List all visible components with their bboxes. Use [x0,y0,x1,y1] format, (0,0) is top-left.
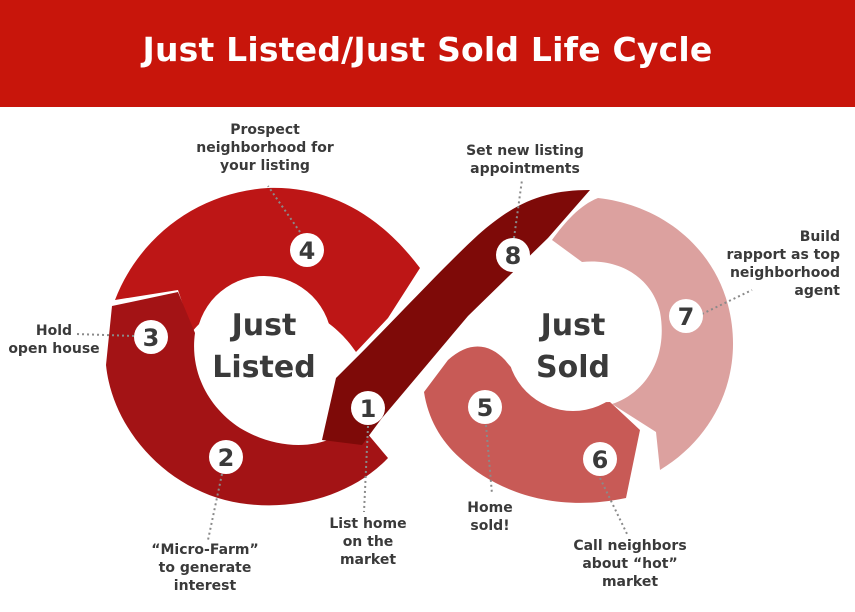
svg-text:8: 8 [505,242,522,270]
svg-text:6: 6 [592,446,609,474]
step-4-label: Prospect neighborhood for your listing [196,122,334,174]
badge-1: 1 [351,391,385,425]
segment-7-rapport [552,198,734,470]
badge-5: 5 [468,390,502,424]
just-listed-circle [196,276,332,412]
svg-text:7: 7 [678,303,695,331]
badge-3: 3 [134,320,168,354]
just-sold-label: Just Sold [536,308,610,385]
page-title: Just Listed/Just Sold Life Cycle [142,30,713,69]
step-8-label: Set new listing appointments [466,143,584,177]
step-5-label: Home sold! [467,500,513,534]
title-banner [0,0,855,107]
step-7-label: Build rapport as top neighborhood agent [726,229,840,299]
svg-text:2: 2 [218,444,235,472]
step-1-label: List home on the market [329,516,407,568]
svg-text:3: 3 [143,324,160,352]
segment-4-prospect [115,187,420,352]
just-sold-circle [507,279,639,411]
leader-line-7 [701,289,753,315]
svg-text:4: 4 [299,237,316,265]
leader-line-4 [267,185,301,233]
badge-2: 2 [209,440,243,474]
badge-6: 6 [583,442,617,476]
svg-text:5: 5 [477,394,494,422]
step-2-label: “Micro-Farm” to generate interest [151,542,259,594]
just-listed-label: Just Listed [212,308,316,385]
leader-line-2 [207,473,223,541]
badge-7: 7 [669,299,703,333]
step-3-label: Hold open house [8,323,100,357]
leader-line-6 [599,477,629,537]
segment-3-2-open-house [106,292,388,506]
leader-line-5 [485,424,493,495]
badge-8: 8 [496,238,530,272]
svg-text:1: 1 [360,395,377,423]
leader-line-1 [363,425,369,513]
badge-4: 4 [290,233,324,267]
step-6-label: Call neighbors about “hot” market [573,538,687,590]
